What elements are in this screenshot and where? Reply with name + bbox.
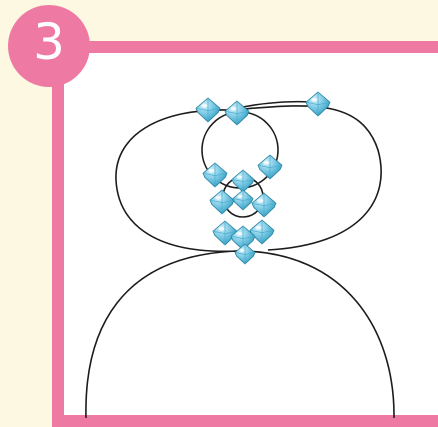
wire-paths [86, 102, 394, 418]
step-number-badge: 3 [8, 5, 90, 87]
crystal-beads [196, 92, 330, 264]
crystal-bead [233, 190, 253, 210]
crystal-bead [235, 244, 255, 264]
crystal-bead [232, 170, 254, 192]
crystal-bead [210, 190, 234, 214]
crystal-bead [196, 98, 220, 122]
crystal-bead [306, 92, 330, 116]
crystal-bead [225, 101, 249, 125]
crystal-bead [258, 155, 282, 179]
step-number: 3 [33, 17, 65, 67]
wire-large-bottom-loop [86, 251, 394, 418]
